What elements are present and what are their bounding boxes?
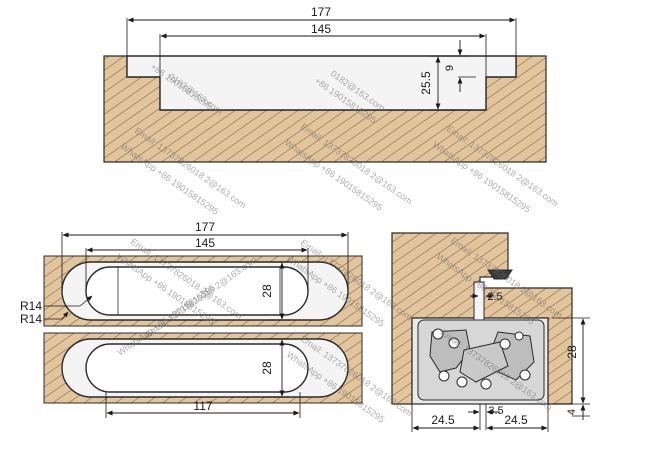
dim-3-5: 3.5 <box>488 405 503 417</box>
hinge-link <box>459 341 509 383</box>
radius-label-upper: R14 <box>20 299 42 313</box>
dim-25-5: 25.5 <box>419 71 433 95</box>
dim-145-top: 145 <box>311 22 331 36</box>
dim-177-plan: 177 <box>195 220 215 234</box>
pivot-pin-5 <box>480 378 492 390</box>
hinge-cap <box>487 269 513 280</box>
pivot-pin-8 <box>514 331 524 341</box>
hinge-shaft <box>473 281 485 321</box>
dim-177-top: 177 <box>311 5 331 19</box>
top-section-view: 177 145 25.5 9 <box>103 5 547 163</box>
pivot-pin-1 <box>432 328 444 340</box>
hinge-inner-lower <box>85 343 309 393</box>
side-section-view: 2.5 28 4 3.5 24.5 24.5 <box>391 232 590 432</box>
dim-117: 117 <box>193 399 212 413</box>
pivot-pin-2 <box>448 337 460 349</box>
pivot-pin-7 <box>519 369 531 381</box>
dim-28-upper: 28 <box>260 284 274 298</box>
dim-2-5: 2.5 <box>487 291 502 303</box>
hinge-inner-upper <box>85 266 309 316</box>
dim-28-lower: 28 <box>260 361 274 375</box>
plan-view: 177 145 28 28 R14 R14 117 <box>20 220 363 418</box>
pivot-pin-6 <box>499 338 511 350</box>
pivot-pin-4 <box>456 376 468 388</box>
radius-label-lower: R14 <box>20 312 42 326</box>
dim-145-plan: 145 <box>195 236 215 250</box>
dim-4: 4 <box>566 409 578 415</box>
hinge-arm-left <box>429 329 471 373</box>
dim-24-5-right: 24.5 <box>504 413 528 427</box>
dim-28-side: 28 <box>565 345 579 359</box>
pivot-pin-3 <box>438 370 450 382</box>
dim-24-5-left: 24.5 <box>431 413 455 427</box>
dim-9: 9 <box>444 65 456 71</box>
hinge-flange-top <box>126 55 517 111</box>
